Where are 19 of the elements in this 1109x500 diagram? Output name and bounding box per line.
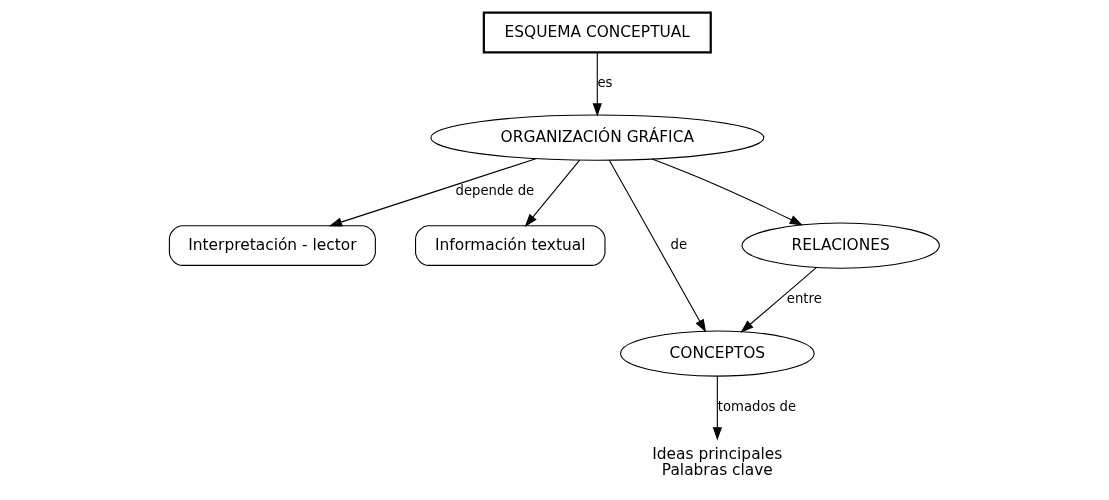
arrow: [524, 159, 581, 227]
arrow: [740, 267, 817, 333]
arrow: [608, 159, 707, 333]
edge-label: de: [670, 237, 688, 253]
node-text: Ideas principales Palabras clave: [652, 444, 783, 480]
arrow: [651, 158, 803, 226]
arrow: [592, 51, 602, 117]
node-ellipse: CONCEPTOS: [620, 330, 815, 377]
node-box: ESQUEMA CONCEPTUAL: [482, 11, 712, 54]
edge-label: tomados de: [717, 398, 797, 414]
arrow: [712, 375, 722, 441]
node-ellipse: RELACIONES: [741, 222, 940, 269]
arrow: [328, 158, 537, 227]
edge-label: es: [597, 75, 613, 91]
node-box: Información textual: [415, 225, 606, 266]
edge-label: entre: [786, 290, 822, 306]
edge-label: depende de: [455, 183, 535, 199]
node-box: Interpretación - lector: [168, 225, 376, 266]
node-ellipse: ORGANIZACIÓN GRÁFICA: [430, 114, 765, 161]
